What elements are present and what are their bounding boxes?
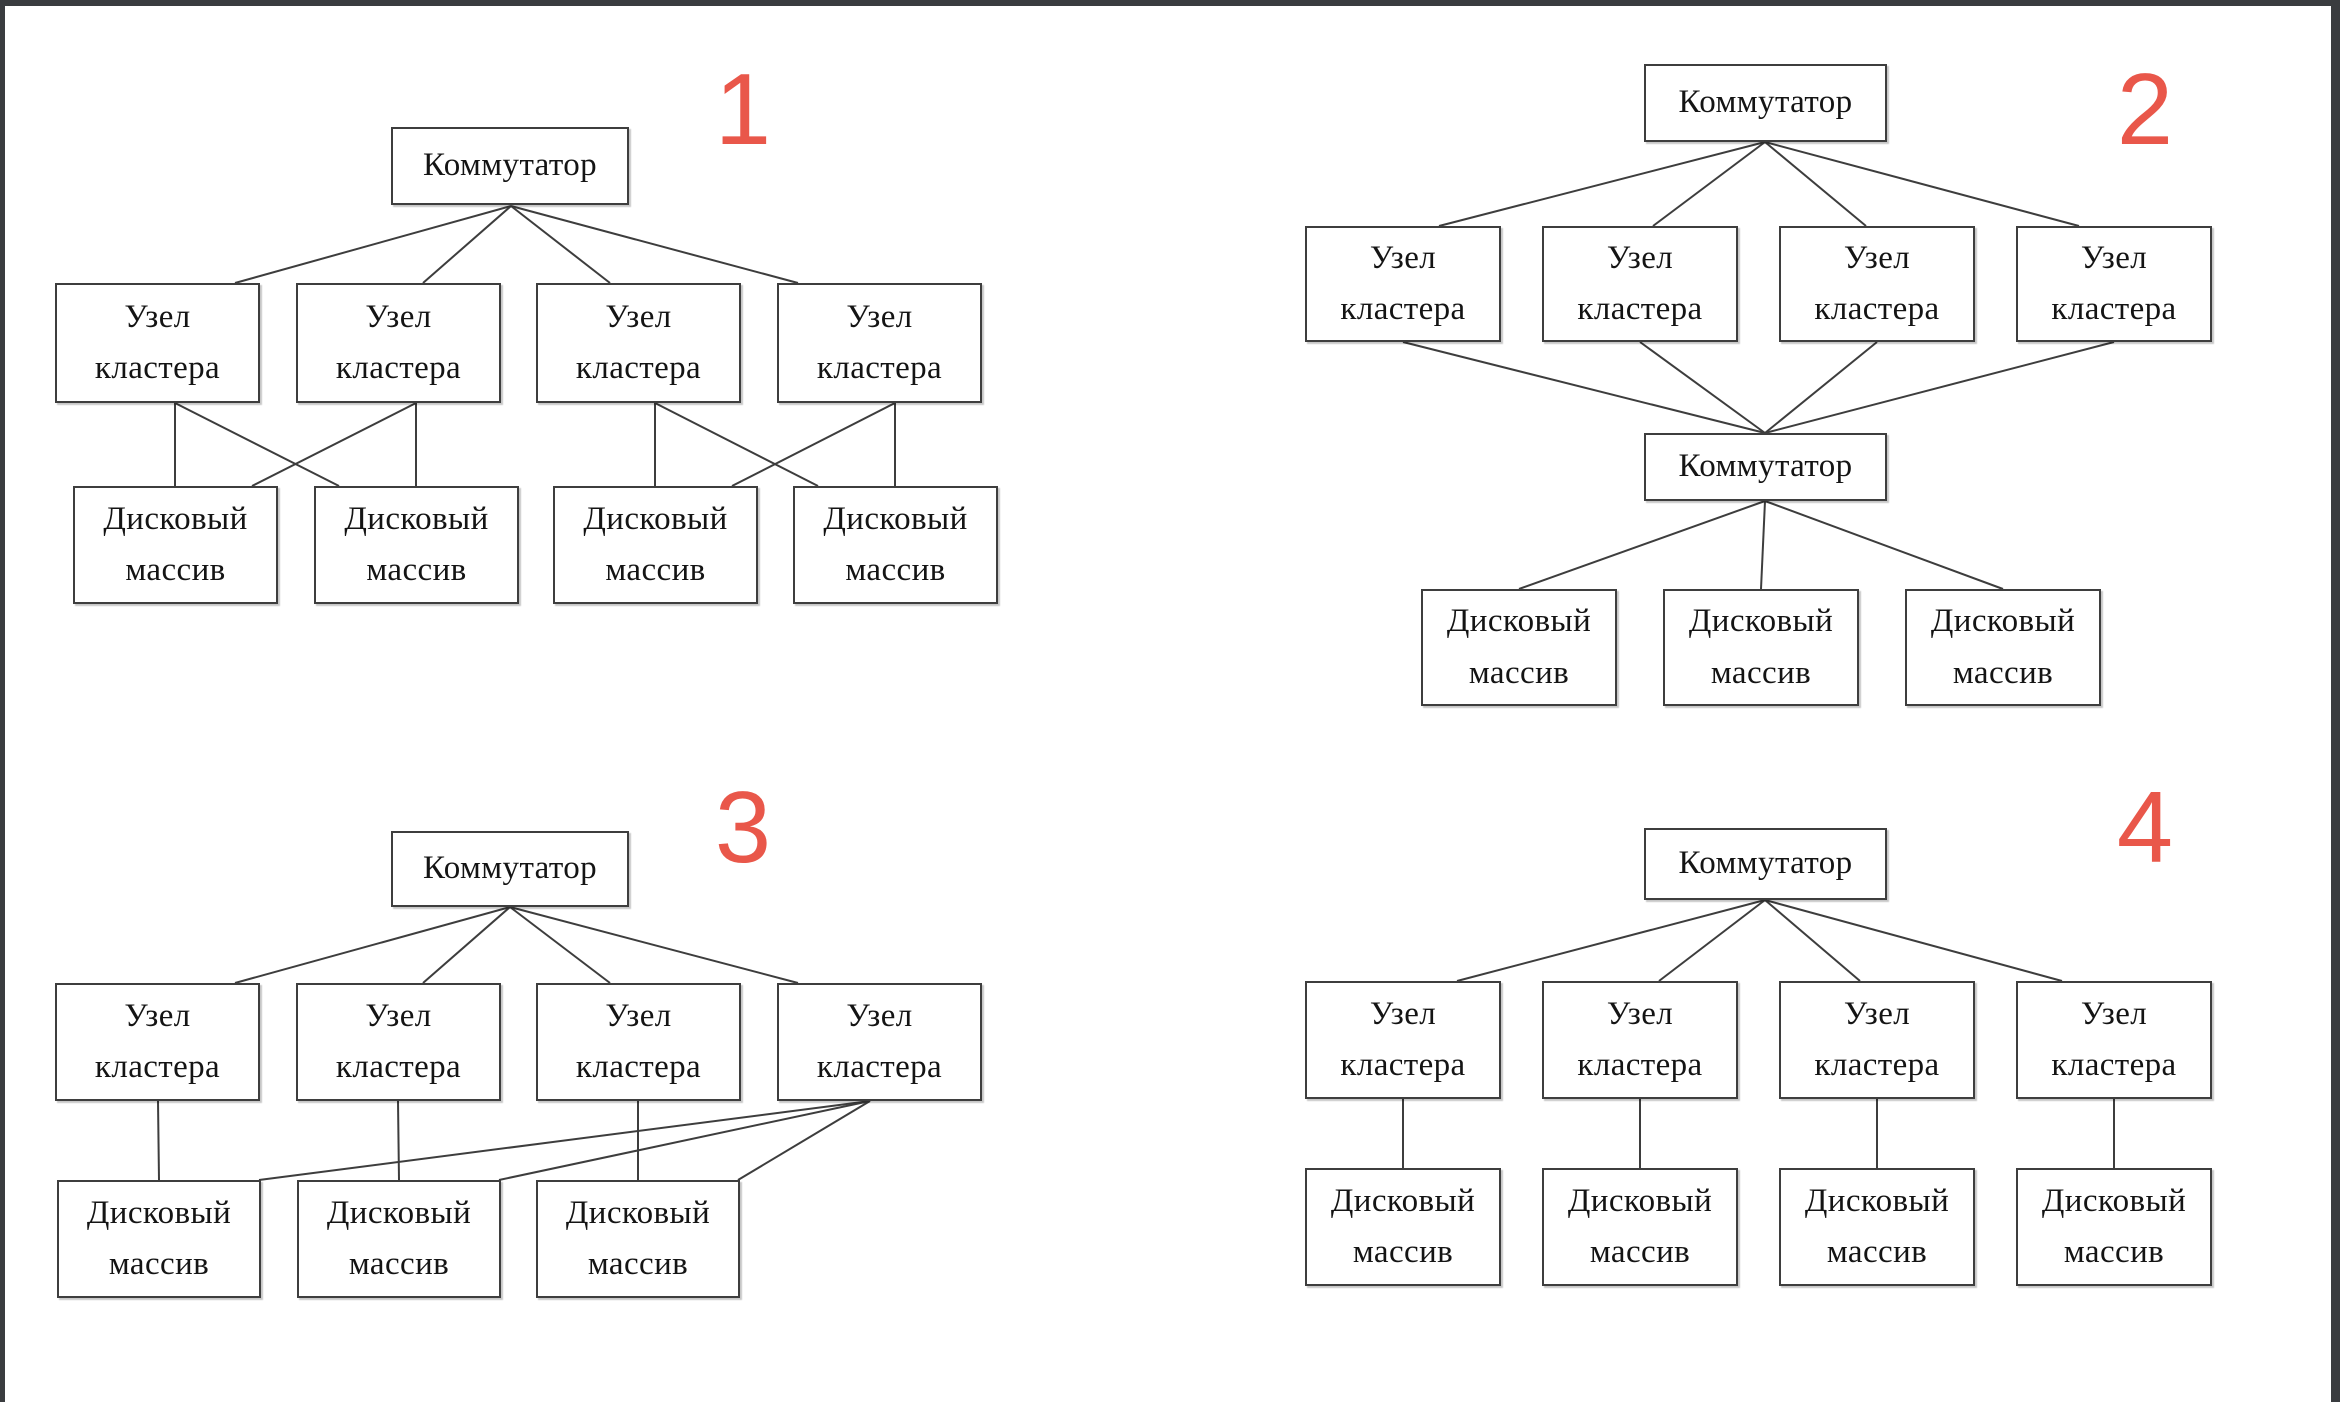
node-box-d4-2: Узел кластера <box>1542 981 1738 1099</box>
disk-box-d4-1: Дисковый массив <box>1305 1168 1501 1286</box>
switch-box-d4: Коммутатор <box>1644 828 1887 900</box>
node-box-d1-3: Узел кластера <box>536 283 741 403</box>
diagram-number-3: 3 <box>714 772 772 884</box>
disk-box-d1-3: Дисковый массив <box>553 486 758 604</box>
disk-box-d1-2: Дисковый массив <box>314 486 519 604</box>
switch-box-d1: Коммутатор <box>391 127 629 205</box>
node-box-d1-2: Узел кластера <box>296 283 501 403</box>
node-box-d3-4: Узел кластера <box>777 983 982 1101</box>
node-box-d3-3: Узел кластера <box>536 983 741 1101</box>
node-box-d2-1: Узел кластера <box>1305 226 1501 342</box>
node-box-d2-2: Узел кластера <box>1542 226 1738 342</box>
page-canvas: 1 Коммутатор Узел кластера Узел кластера… <box>5 6 2331 1402</box>
node-box-d1-1: Узел кластера <box>55 283 260 403</box>
disk-box-d2-2: Дисковый массив <box>1663 589 1859 706</box>
disk-box-d2-3: Дисковый массив <box>1905 589 2101 706</box>
disk-box-d4-4: Дисковый массив <box>2016 1168 2212 1286</box>
diagram-number-1: 1 <box>714 54 772 166</box>
disk-box-d1-1: Дисковый массив <box>73 486 278 604</box>
connector-lines <box>157 141 2115 1181</box>
disk-box-d1-4: Дисковый массив <box>793 486 998 604</box>
disk-box-d3-1: Дисковый массив <box>57 1180 261 1298</box>
switch-box-d2-top: Коммутатор <box>1644 64 1887 142</box>
disk-box-d4-2: Дисковый массив <box>1542 1168 1738 1286</box>
diagram-number-2: 2 <box>2116 54 2174 166</box>
disk-box-d3-2: Дисковый массив <box>297 1180 501 1298</box>
node-box-d1-4: Узел кластера <box>777 283 982 403</box>
disk-box-d2-1: Дисковый массив <box>1421 589 1617 706</box>
node-box-d4-3: Узел кластера <box>1779 981 1975 1099</box>
disk-box-d4-3: Дисковый массив <box>1779 1168 1975 1286</box>
switch-box-d2-bottom: Коммутатор <box>1644 433 1887 501</box>
switch-box-d3: Коммутатор <box>391 831 629 907</box>
node-box-d3-2: Узел кластера <box>296 983 501 1101</box>
node-box-d4-1: Узел кластера <box>1305 981 1501 1099</box>
diagram-number-4: 4 <box>2116 772 2174 884</box>
disk-box-d3-3: Дисковый массив <box>536 1180 740 1298</box>
node-box-d2-3: Узел кластера <box>1779 226 1975 342</box>
node-box-d3-1: Узел кластера <box>55 983 260 1101</box>
node-box-d2-4: Узел кластера <box>2016 226 2212 342</box>
node-box-d4-4: Узел кластера <box>2016 981 2212 1099</box>
